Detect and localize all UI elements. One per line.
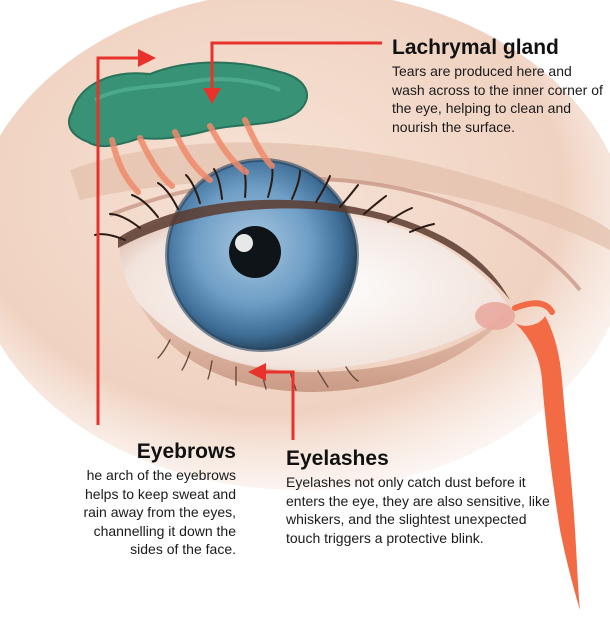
eye-highlight [235, 234, 253, 252]
lachrymal-gland-title: Lachrymal gland [392, 36, 607, 60]
eyelashes-title: Eyelashes [286, 447, 556, 471]
inner-corner [475, 302, 515, 330]
eyebrows-title: Eyebrows [0, 440, 236, 464]
eyelashes-text: Eyelashes not only catch dust before it … [286, 473, 556, 547]
eyebrows-text: he arch of the eyebrows helps to keep sw… [0, 466, 236, 559]
eyelashes-label: Eyelashes Eyelashes not only catch dust … [286, 447, 556, 547]
lachrymal-gland-label: Lachrymal gland Tears are produced here … [392, 36, 607, 136]
lachrymal-gland-text: Tears are produced here and wash across … [392, 62, 607, 136]
pupil [229, 226, 281, 278]
eyebrows-label: Eyebrows he arch of the eyebrows helps t… [0, 440, 236, 559]
